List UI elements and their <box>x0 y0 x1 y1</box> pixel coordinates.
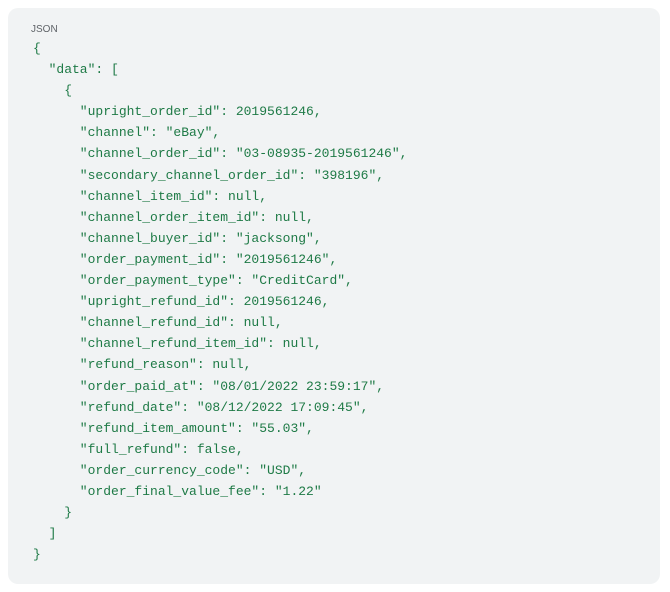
code-line: "full_refund": false, <box>33 441 244 457</box>
code-line: "channel_buyer_id": "jacksong", <box>33 230 322 246</box>
code-line: "refund_item_amount": "55.03", <box>33 420 314 436</box>
code-line: "channel_order_item_id": null, <box>33 209 314 225</box>
code-line: "order_payment_type": "CreditCard", <box>33 273 353 289</box>
code-line: "upright_order_id": 2019561246, <box>33 104 322 120</box>
code-line: "upright_refund_id": 2019561246, <box>33 294 330 310</box>
code-line: "data": [ <box>33 62 119 78</box>
code-line: ] <box>33 526 57 542</box>
code-line: "channel_refund_item_id": null, <box>33 336 322 352</box>
code-line: "channel_refund_id": null, <box>33 315 283 331</box>
code-line: { <box>33 83 73 99</box>
code-line: "refund_date": "08/12/2022 17:09:45", <box>33 399 369 415</box>
code-line: } <box>33 547 41 563</box>
code-line: } <box>33 505 73 521</box>
code-line: "channel_order_id": "03-08935-2019561246… <box>33 146 408 162</box>
code-line: { <box>33 41 41 56</box>
code-block: JSON { "data": [ { "upright_order_id": 2… <box>8 8 660 584</box>
code-line: "order_payment_id": "2019561246", <box>33 251 338 267</box>
code-line: "secondary_channel_order_id": "398196", <box>33 167 385 183</box>
code-line: "order_final_value_fee": "1.22" <box>33 483 322 499</box>
code-line: "order_paid_at": "08/01/2022 23:59:17", <box>33 378 385 394</box>
language-label: JSON <box>31 24 58 35</box>
code-line: "channel_item_id": null, <box>33 188 268 204</box>
code-line: "order_currency_code": "USD", <box>33 462 307 478</box>
code-line: "channel": "eBay", <box>33 125 221 141</box>
code-content[interactable]: { "data": [ { "upright_order_id": 201956… <box>33 38 407 565</box>
code-line: "refund_reason": null, <box>33 357 252 373</box>
